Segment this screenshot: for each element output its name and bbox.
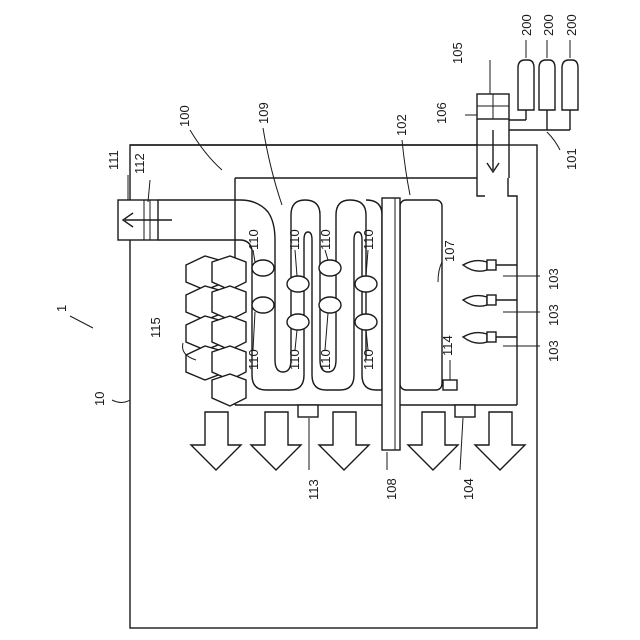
label-sensor-104: 104 [461, 478, 476, 500]
label-hole-7: 110 [318, 349, 333, 370]
label-hole-6: 110 [287, 349, 302, 370]
label-cylinder-1: 200 [519, 14, 534, 36]
label-hole-2: 110 [287, 229, 302, 250]
label-valve-part: 106 [434, 102, 449, 124]
label-cylinder-3: 200 [564, 14, 579, 36]
sensor-114 [443, 380, 457, 390]
burners [463, 260, 517, 343]
label-unit: 100 [177, 105, 192, 127]
label-fig: 1 [54, 305, 69, 312]
label-plate-108: 108 [384, 478, 399, 500]
sensor-104 [455, 405, 475, 417]
label-duct: 102 [394, 114, 409, 136]
label-cylinder-2: 200 [541, 14, 556, 36]
label-hole-8: 110 [361, 349, 376, 370]
plate-107 [400, 200, 442, 390]
housing [130, 145, 537, 628]
label-valve-body: 105 [450, 42, 465, 64]
gas-cylinders [509, 60, 578, 130]
label-plate-107: 107 [442, 240, 457, 262]
label-coil: 109 [256, 102, 271, 124]
label-burner-1: 103 [546, 268, 561, 290]
label-hole-3: 110 [318, 229, 333, 250]
airflow-arrows [191, 412, 525, 470]
plate-108 [382, 198, 400, 450]
coil-holes [252, 260, 377, 330]
label-hole-1: 110 [246, 229, 261, 250]
label-burner-2: 103 [546, 304, 561, 326]
label-sensor-114: 114 [440, 335, 455, 356]
label-sensor-113: 113 [306, 479, 321, 500]
label-fins: 115 [148, 317, 163, 338]
label-hole-5: 110 [246, 349, 261, 370]
sensor-113 [298, 405, 318, 417]
label-exhaust-part: 112 [132, 153, 147, 174]
label-exhaust-body: 111 [106, 150, 121, 170]
label-hole-4: 110 [361, 229, 376, 250]
label-burner-3: 103 [546, 340, 561, 362]
fins [186, 256, 246, 406]
exhaust-vent [118, 200, 240, 240]
label-housing: 10 [92, 392, 107, 406]
label-pipe-out: 101 [564, 148, 579, 170]
